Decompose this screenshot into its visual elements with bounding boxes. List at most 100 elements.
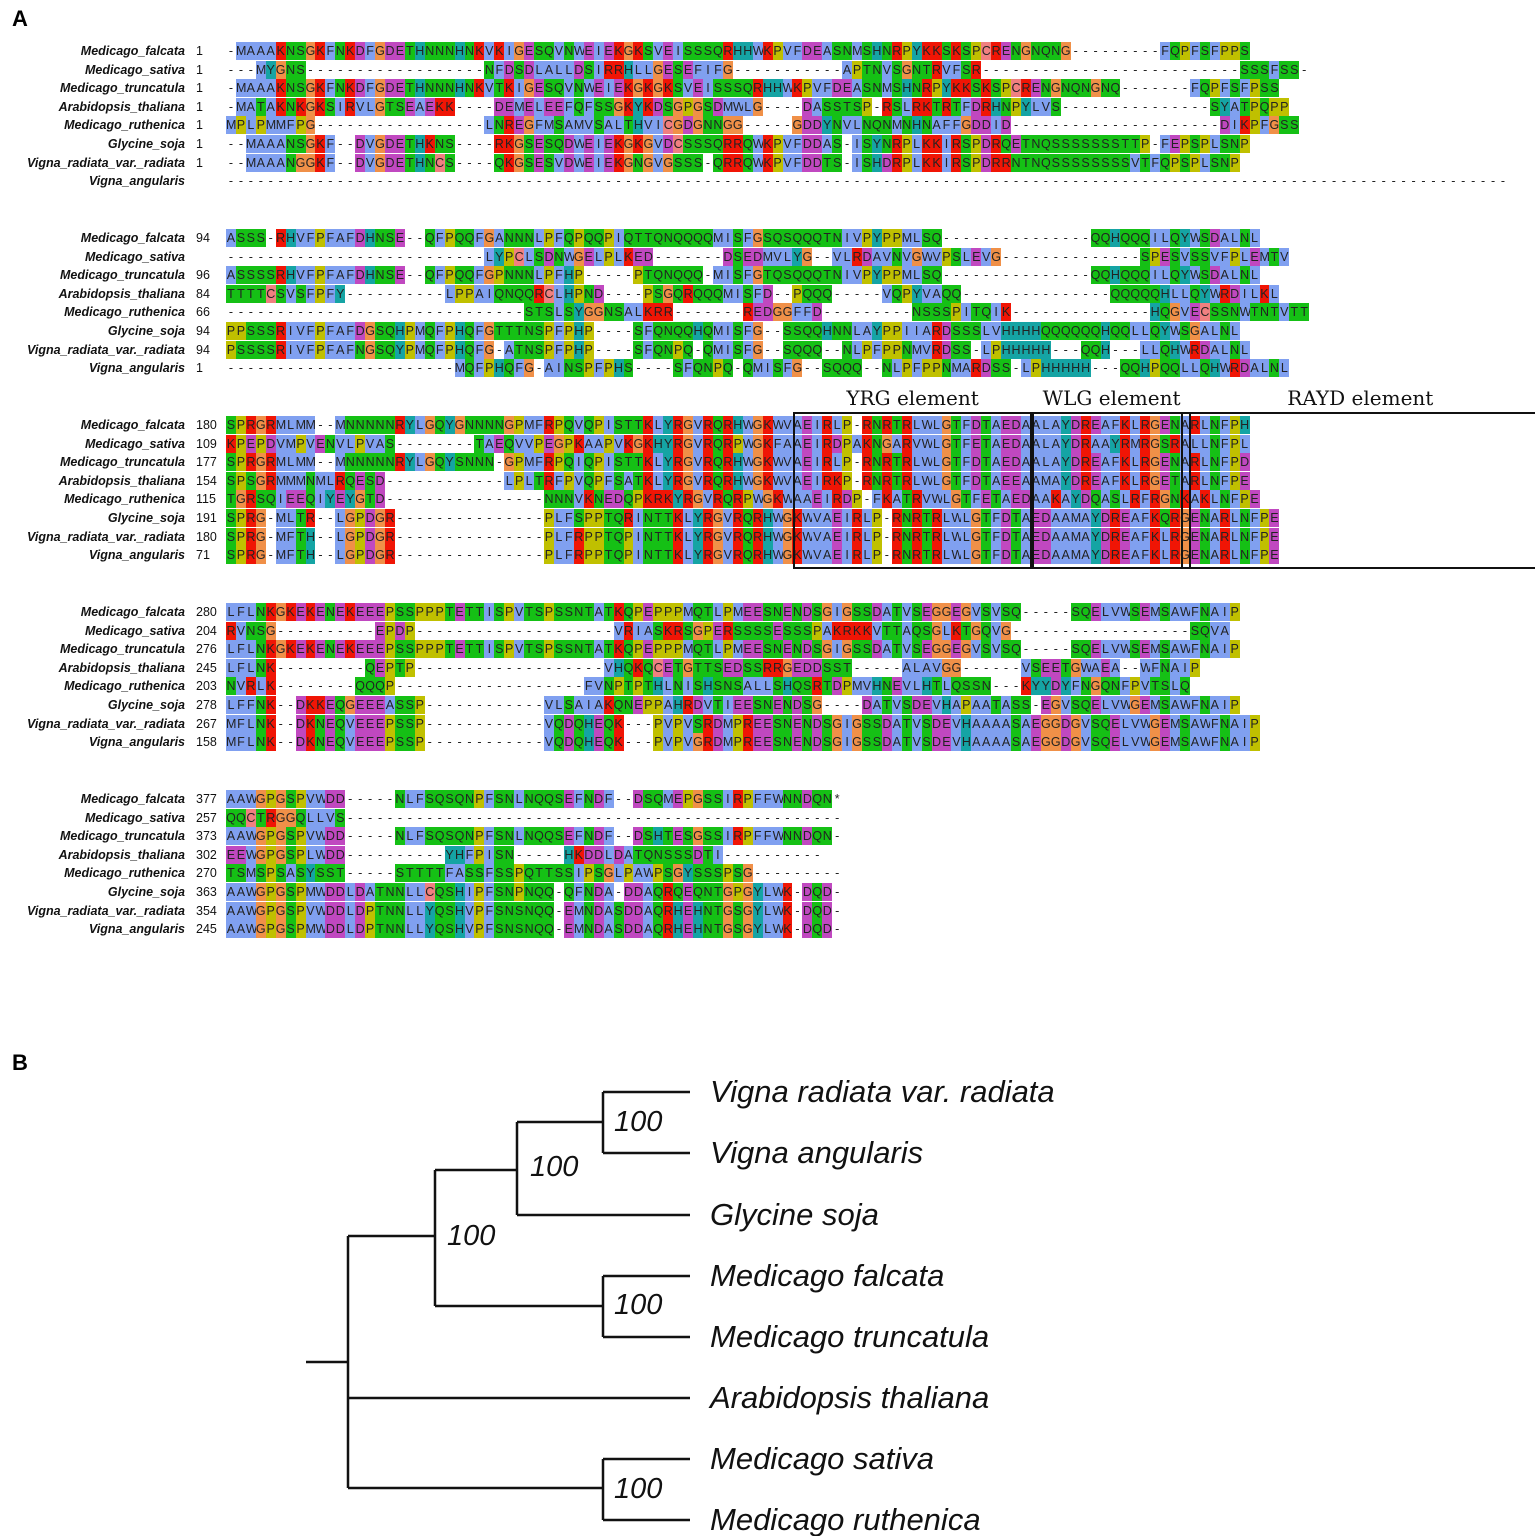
residue: A bbox=[603, 883, 614, 901]
residue: D bbox=[583, 845, 594, 864]
residue: L bbox=[941, 527, 952, 546]
residue: Q bbox=[1140, 266, 1151, 285]
residue: - bbox=[1033, 698, 1038, 712]
residue: K bbox=[762, 471, 773, 490]
residue: - bbox=[427, 174, 432, 189]
residue: - bbox=[765, 342, 770, 357]
residue: P bbox=[862, 266, 872, 285]
residue: Q bbox=[742, 546, 753, 565]
residue: T bbox=[891, 640, 902, 659]
residue: G bbox=[931, 640, 942, 659]
residue: Q bbox=[1170, 359, 1180, 378]
residue: D bbox=[693, 845, 703, 864]
residue: S bbox=[285, 883, 296, 901]
residue: P bbox=[573, 266, 584, 285]
residue: - bbox=[755, 866, 760, 881]
residue: N bbox=[385, 901, 395, 920]
residue: Q bbox=[693, 284, 703, 303]
residue: R bbox=[971, 60, 982, 79]
residue: S bbox=[732, 920, 743, 939]
residue: - bbox=[447, 623, 452, 638]
residue: Q bbox=[981, 621, 992, 640]
residue: F bbox=[474, 266, 485, 285]
residue: - bbox=[646, 810, 651, 825]
residue: K bbox=[613, 153, 624, 172]
residue: E bbox=[663, 42, 674, 60]
residue: N bbox=[394, 827, 405, 846]
residue: L bbox=[1199, 453, 1210, 472]
start-position: 204 bbox=[196, 623, 217, 638]
residue: E bbox=[683, 920, 694, 939]
residue: R bbox=[1080, 453, 1091, 472]
residue: H bbox=[454, 79, 465, 98]
residue: K bbox=[613, 42, 624, 60]
residue: E bbox=[673, 827, 684, 846]
start-position: 302 bbox=[196, 847, 217, 862]
residue: Q bbox=[603, 733, 614, 752]
residue: M bbox=[295, 471, 306, 490]
residue: K bbox=[1150, 509, 1161, 527]
residue: Q bbox=[683, 229, 694, 247]
residue: L bbox=[226, 640, 236, 659]
start-position: 245 bbox=[196, 922, 217, 937]
residue: - bbox=[1053, 231, 1058, 245]
residue: G bbox=[991, 247, 1002, 266]
residue: - bbox=[994, 174, 999, 189]
residue: S bbox=[1140, 247, 1151, 266]
residue: - bbox=[288, 660, 293, 675]
residue: K bbox=[673, 509, 684, 527]
residue: T bbox=[663, 827, 674, 846]
residue: D bbox=[1209, 229, 1220, 247]
residue: - bbox=[228, 137, 234, 151]
residue: - bbox=[835, 62, 840, 77]
residue: N bbox=[1239, 546, 1250, 565]
residue: - bbox=[1312, 174, 1317, 189]
residue: N bbox=[663, 322, 674, 340]
residue: - bbox=[1043, 118, 1048, 133]
residue: - bbox=[1033, 286, 1038, 301]
residue: - bbox=[377, 62, 383, 77]
residue: - bbox=[417, 810, 422, 825]
residue: E bbox=[752, 303, 763, 322]
residue: Q bbox=[742, 153, 753, 172]
residue: - bbox=[1471, 174, 1476, 189]
residue: F bbox=[325, 284, 336, 303]
residue: E bbox=[971, 434, 982, 453]
residue: P bbox=[414, 603, 425, 621]
residue: - bbox=[536, 847, 542, 862]
residue: E bbox=[792, 733, 803, 752]
residue: V bbox=[921, 340, 932, 359]
residue: S bbox=[1209, 303, 1220, 322]
residue: M bbox=[712, 266, 724, 285]
residue: - bbox=[1073, 118, 1078, 133]
residue: T bbox=[901, 733, 912, 752]
residue: Q bbox=[812, 229, 823, 247]
residue: - bbox=[397, 548, 402, 563]
residue: Y bbox=[494, 247, 505, 266]
residue: - bbox=[517, 305, 522, 320]
residue: I bbox=[1150, 266, 1161, 285]
residue: N bbox=[494, 116, 505, 135]
residue: - bbox=[328, 548, 333, 563]
residue: T bbox=[514, 322, 525, 340]
residue: Q bbox=[1001, 135, 1012, 153]
residue: N bbox=[603, 677, 614, 696]
residue: A bbox=[643, 621, 654, 640]
residue: L bbox=[1189, 434, 1200, 453]
residue: H bbox=[365, 266, 376, 285]
residue: T bbox=[981, 416, 992, 434]
residue: F bbox=[1209, 42, 1220, 60]
residue: V bbox=[295, 229, 306, 247]
residue: N bbox=[1030, 135, 1041, 153]
residue: A bbox=[981, 733, 992, 752]
residue: N bbox=[792, 827, 803, 846]
residue: - bbox=[904, 174, 909, 189]
residue: N bbox=[583, 901, 594, 920]
residue: Y bbox=[752, 901, 763, 920]
residue: R bbox=[852, 527, 862, 546]
residue: - bbox=[397, 361, 402, 376]
residue: S bbox=[494, 827, 505, 846]
residue: - bbox=[447, 660, 452, 675]
